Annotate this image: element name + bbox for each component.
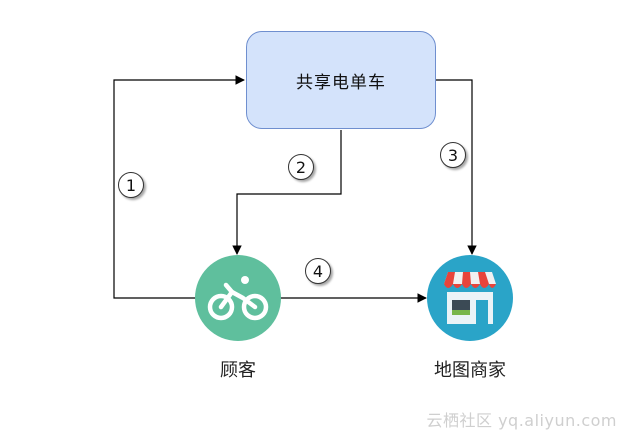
step-badge-1: 1 bbox=[118, 172, 144, 198]
bike-service-label: 共享电单车 bbox=[296, 72, 386, 93]
step-badge-3: 3 bbox=[440, 142, 466, 168]
connector-step-1 bbox=[113, 75, 245, 299]
merchant-node bbox=[427, 255, 513, 341]
merchant-label: 地图商家 bbox=[434, 360, 506, 381]
step-badge-2: 2 bbox=[288, 154, 314, 180]
step-badge-4: 4 bbox=[305, 258, 331, 284]
bicycle-icon bbox=[207, 276, 269, 321]
connector-step-3 bbox=[436, 79, 477, 255]
customer-node bbox=[195, 255, 281, 341]
storefront-icon bbox=[444, 272, 496, 324]
watermark: 云栖社区 yq.aliyun.com bbox=[426, 411, 617, 430]
bike-service-box: 共享电单车 bbox=[246, 31, 436, 129]
connector-step-2 bbox=[232, 130, 342, 255]
customer-label: 顾客 bbox=[220, 360, 256, 381]
